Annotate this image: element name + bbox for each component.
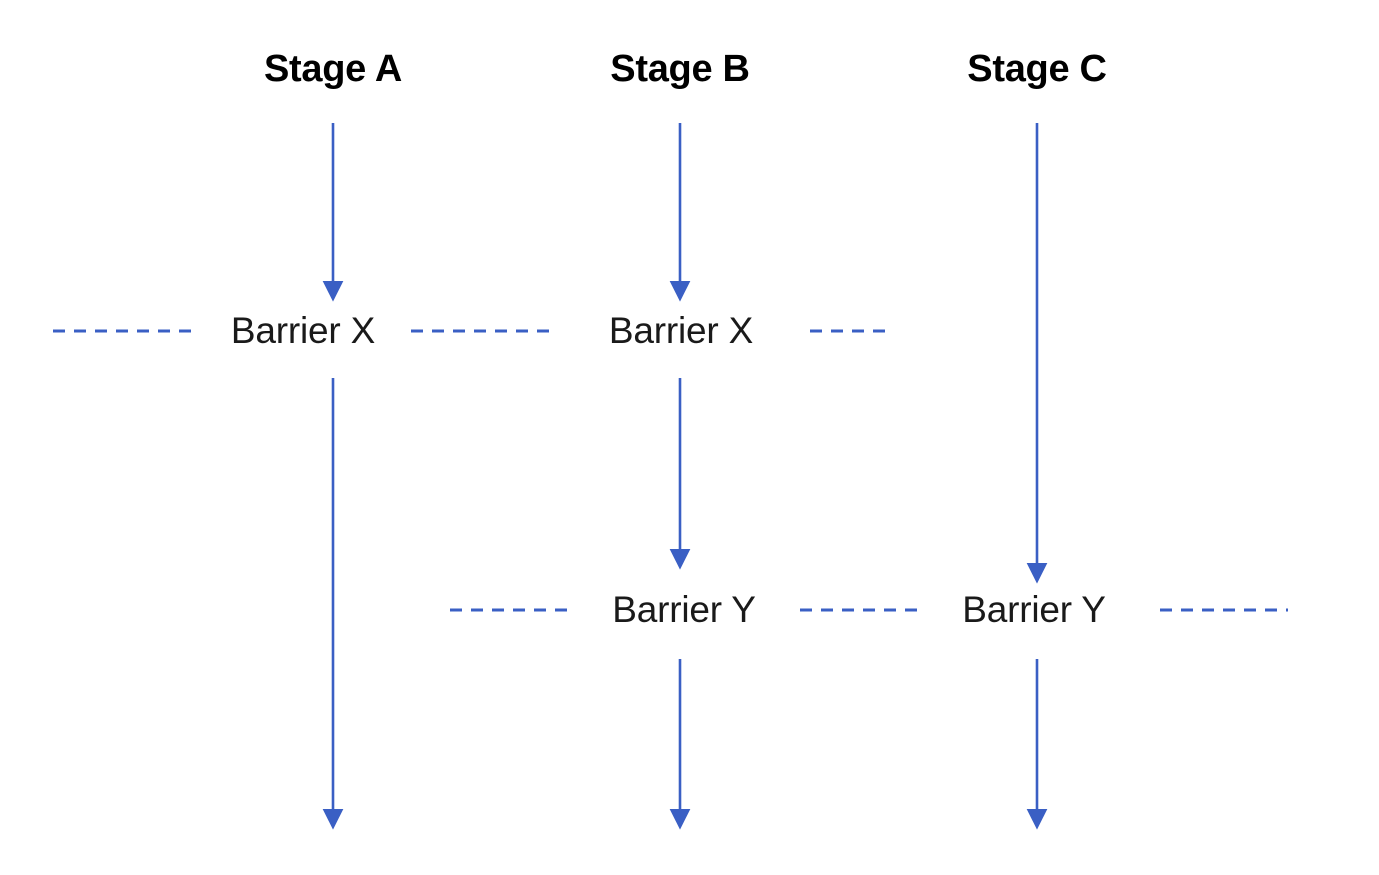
- barrier-label-y-column-c: Barrier Y: [953, 589, 1115, 631]
- barrier-label-x-column-b: Barrier X: [599, 310, 763, 352]
- dashed-line-group: [53, 329, 1288, 612]
- stage-label-c: Stage C: [967, 48, 1107, 90]
- barrier-label-x-column-a: Barrier X: [221, 310, 385, 352]
- arrow-group: [322, 123, 1048, 830]
- stage-label-a: Stage A: [264, 48, 402, 90]
- stage-label-b: Stage B: [610, 48, 750, 90]
- barrier-label-y-column-b: Barrier Y: [603, 589, 765, 631]
